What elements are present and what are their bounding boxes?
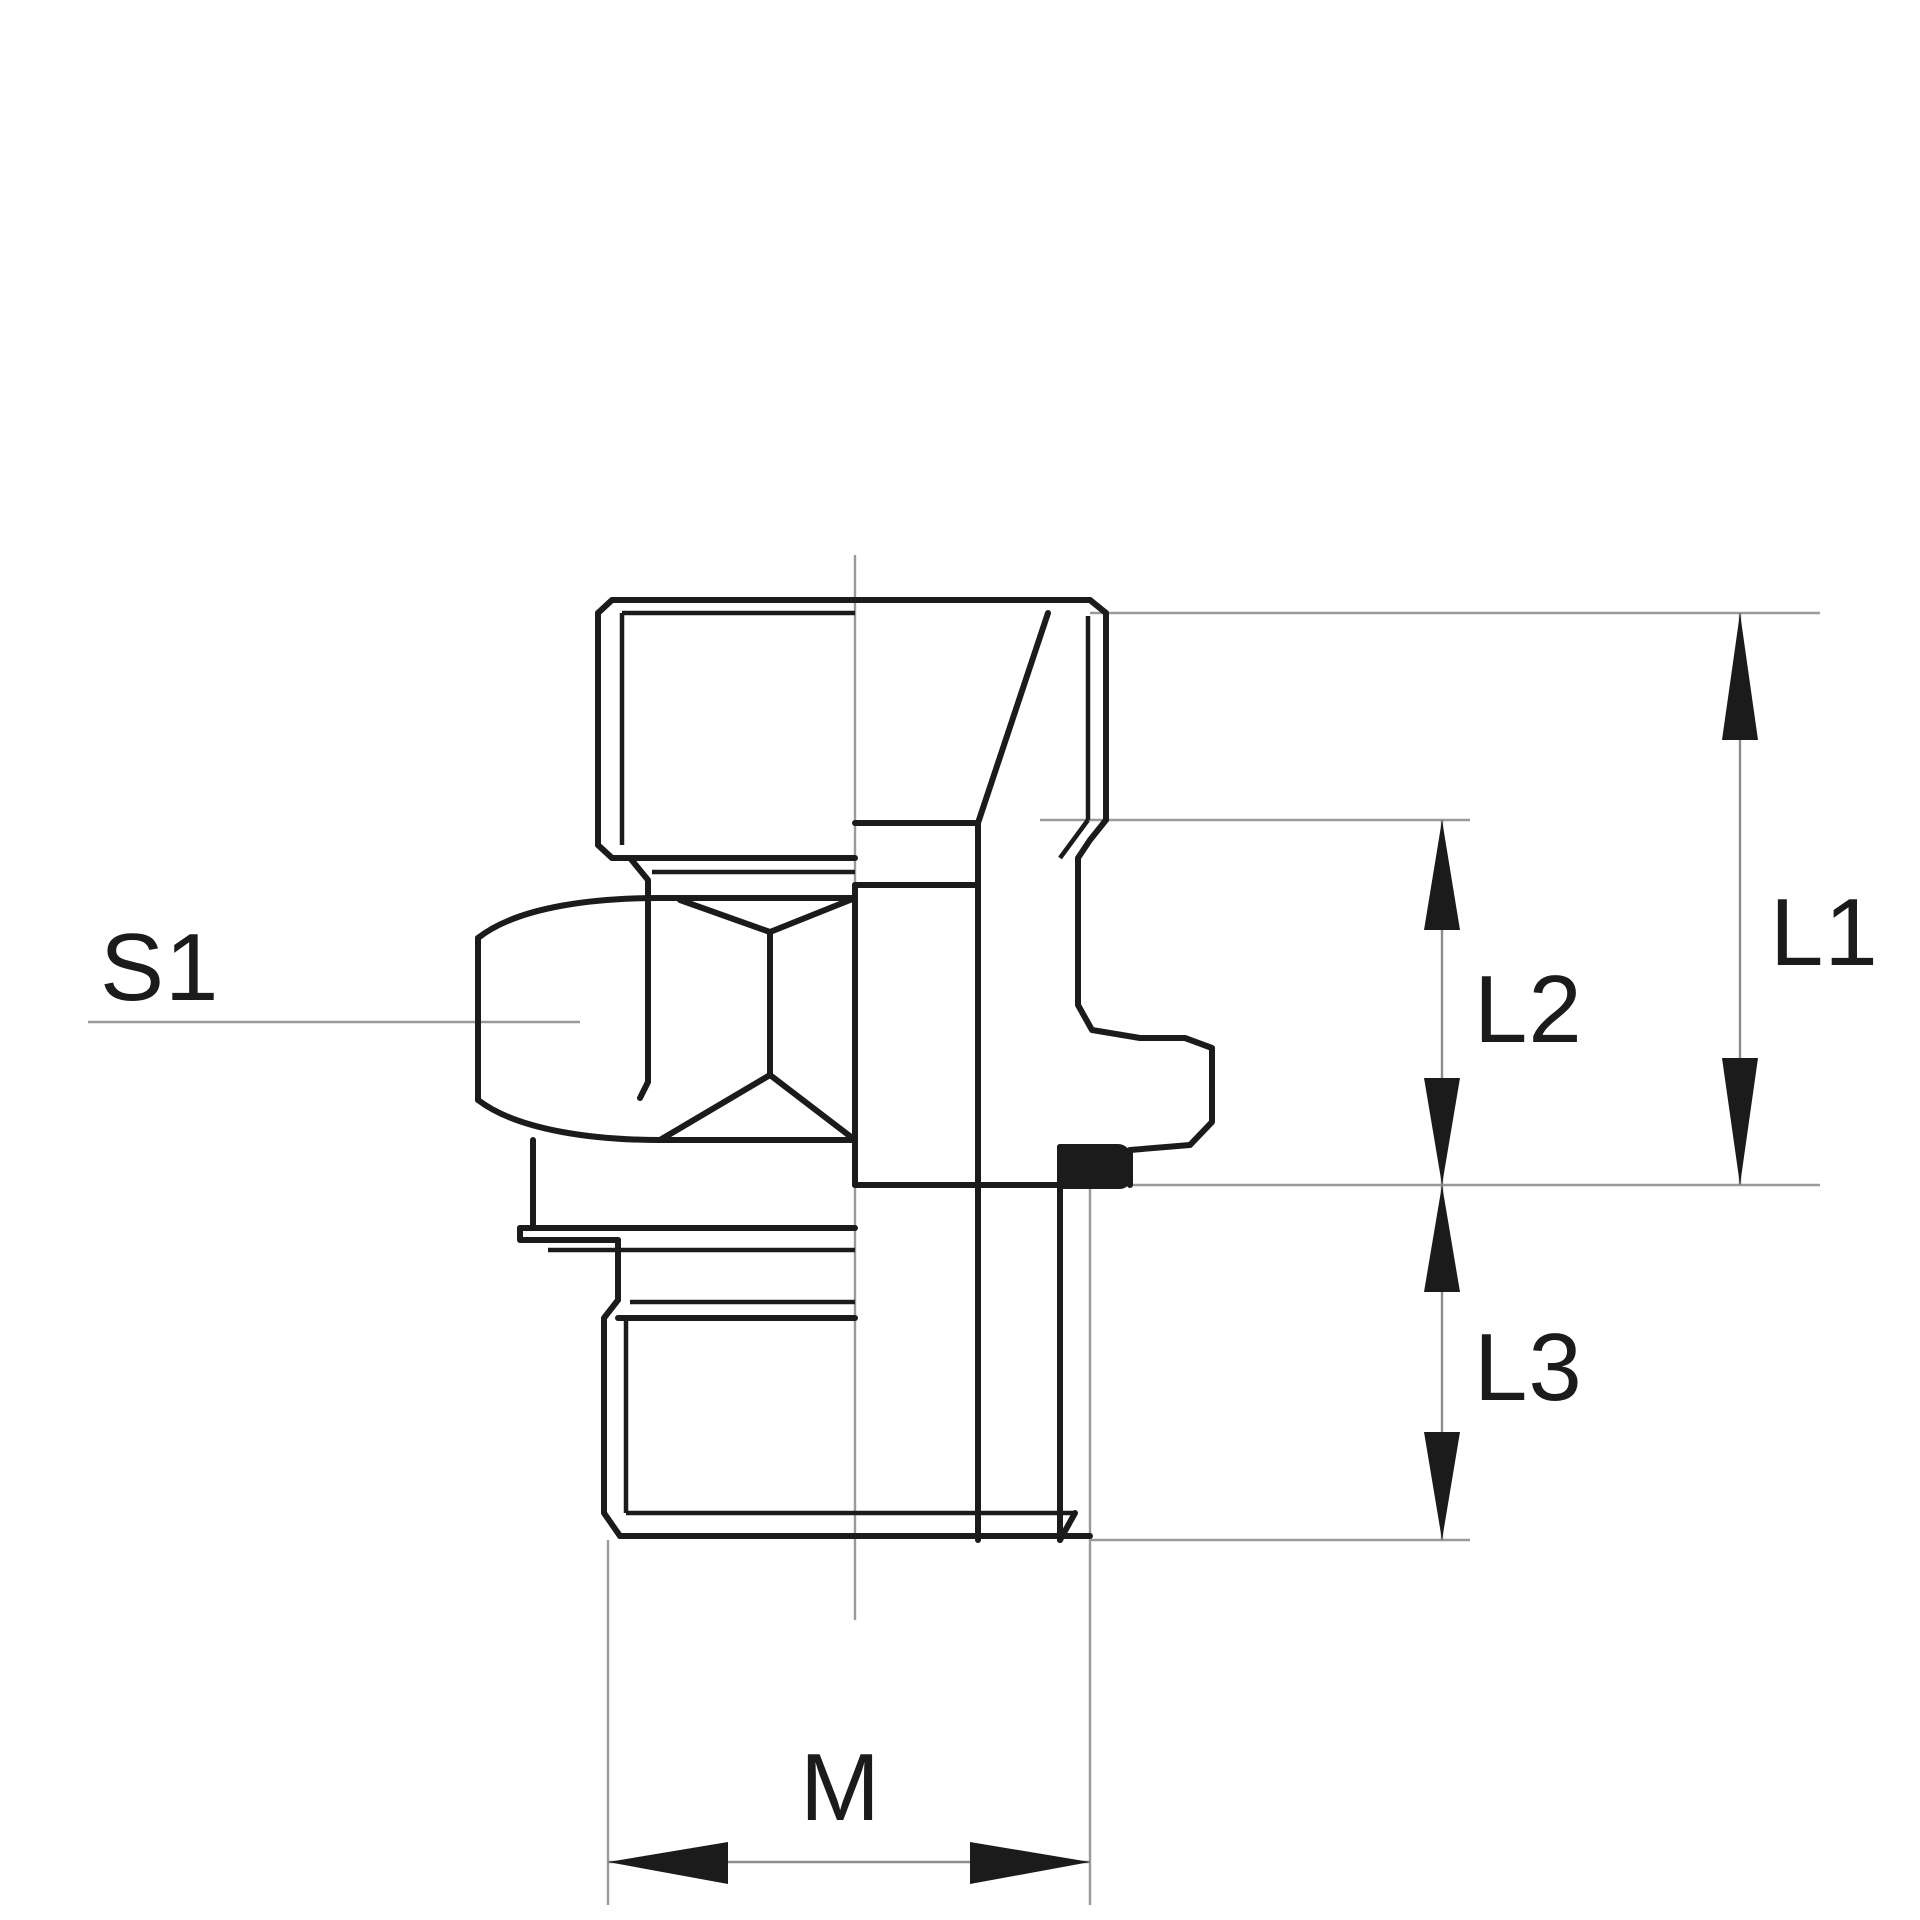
dimension-l1: L1 [1722, 613, 1879, 1185]
dimension-m: M [608, 1734, 1090, 1884]
arrowhead-l2-bottom [1424, 1078, 1460, 1185]
arrowhead-l2-top [1424, 820, 1460, 930]
nipple-top-left-chamfer [595, 597, 863, 616]
hexagon-s1 [475, 895, 858, 1143]
cone-seat-chamfer [975, 610, 1051, 826]
dimension-l2: L2 [1424, 820, 1583, 1185]
arrowhead-m-left [608, 1842, 728, 1884]
collar-left-contour [517, 1137, 536, 1231]
dimension-s1: S1 [100, 914, 219, 1021]
collar-bottom-left-edge [517, 1225, 621, 1243]
arrowhead-l1-bottom [1722, 1058, 1758, 1185]
nipple-top-right-chamfer [1087, 597, 1109, 616]
hex-bottom-corner-right [657, 1072, 773, 1143]
dimension-label-l1: L1 [1770, 879, 1879, 986]
o-ring-seal [1057, 1144, 1131, 1189]
hex-bottom-left-arc [475, 1097, 858, 1143]
body-right-upper-contour [1075, 817, 1215, 1093]
body-shoulder [517, 1137, 858, 1303]
stud-left-chamfered-wall [601, 1297, 623, 1539]
body-right-contour [1058, 817, 1215, 1188]
stud-bottom-right-chamfer [1057, 1510, 1078, 1543]
hex-top-corner-left [767, 895, 858, 935]
arrowhead-l3-top [1424, 1185, 1460, 1292]
hex-top-left-arc [475, 895, 858, 941]
nipple-bottom-left-chamfer [595, 842, 633, 861]
arrowhead-l1-top [1722, 613, 1758, 740]
arrowhead-l3-bottom [1424, 1432, 1460, 1540]
dimension-l3: L3 [1424, 1185, 1583, 1540]
body-right-groove-contour [1127, 1087, 1215, 1153]
extension-lines [88, 555, 1820, 1905]
dimension-label-s1: S1 [100, 914, 219, 1021]
hex-top-corner-right [677, 897, 773, 935]
dimension-label-l3: L3 [1474, 1314, 1583, 1421]
neck-left-contour [627, 855, 651, 1101]
dimension-label-m: M [800, 1734, 881, 1841]
o-ring-seal-block [1057, 1144, 1131, 1189]
body-right-inner-chamfer [1058, 818, 1090, 860]
dimension-label-l2: L2 [1474, 956, 1583, 1063]
hex-bottom-corner-left [767, 1072, 858, 1143]
male-stud-thread [601, 1182, 1093, 1543]
arrowhead-m-right [970, 1842, 1090, 1884]
